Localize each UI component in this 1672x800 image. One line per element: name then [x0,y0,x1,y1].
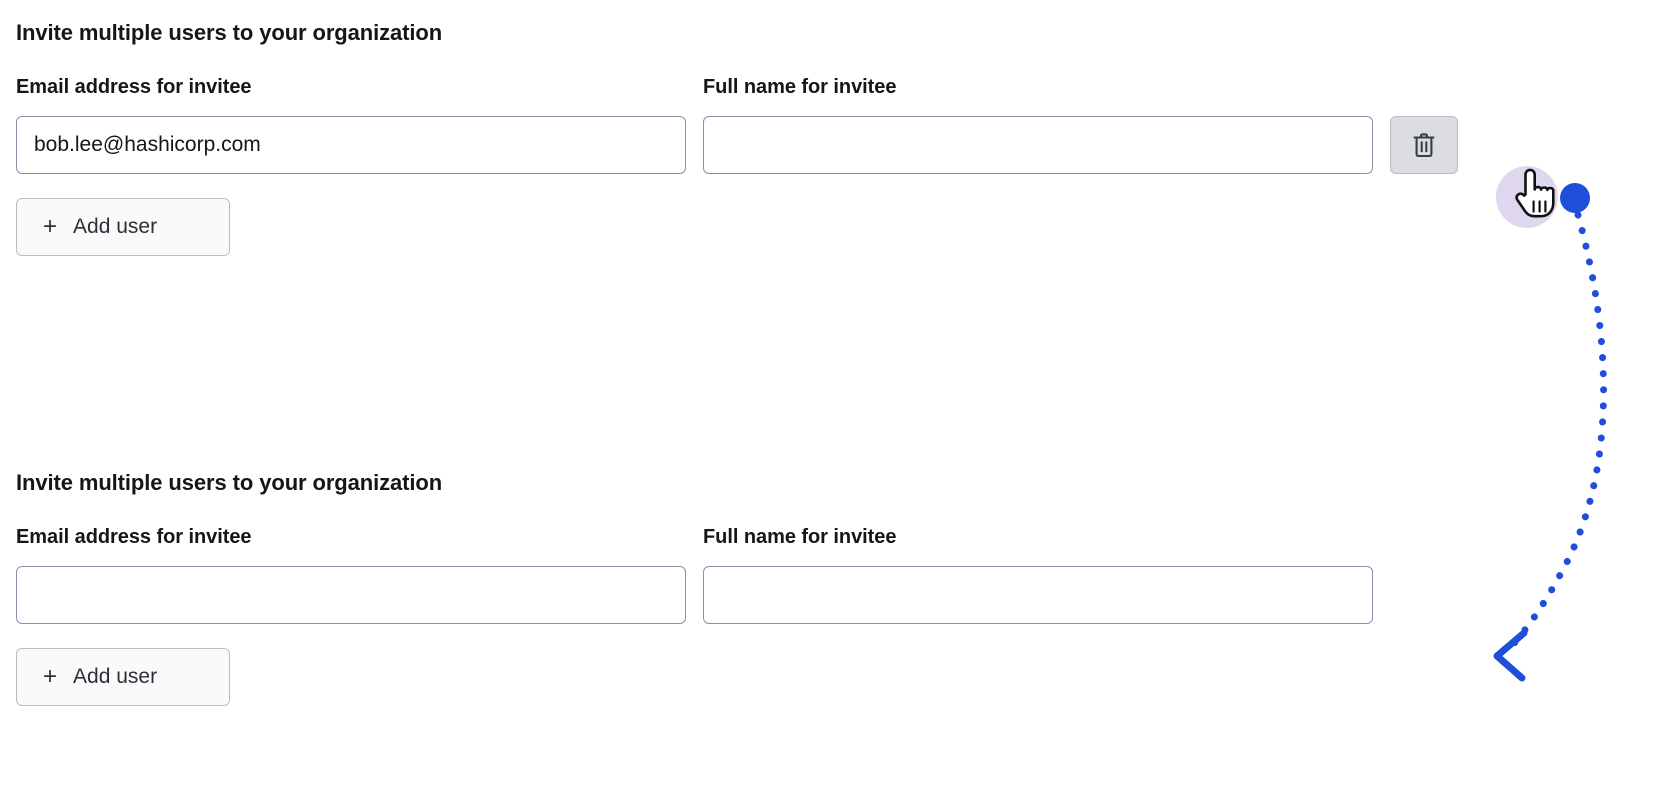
email-input[interactable] [16,116,686,174]
email-field-group: Email address for invitee [16,74,686,174]
add-user-button-label-2: Add user [73,665,158,688]
fullname-field-group-2: Full name for invitee [703,524,1373,624]
invite-section-1: Invite multiple users to your organizati… [16,18,1458,256]
email-field-label-2: Email address for invitee [16,526,252,548]
invite-section-2: Invite multiple users to your organizati… [16,468,1373,706]
add-user-button-2[interactable]: + Add user [16,648,230,706]
fullname-input[interactable] [703,116,1373,174]
cursor-click-halo [1496,166,1558,228]
fullname-field-label: Full name for invitee [703,76,897,98]
plus-icon-2: + [43,663,58,690]
invitee-field-row: Email address for invitee Full name for … [16,74,1458,174]
email-input-2[interactable] [16,566,686,624]
add-user-button-label: Add user [73,215,158,238]
email-field-label: Email address for invitee [16,76,252,98]
fullname-input-2[interactable] [703,566,1373,624]
plus-icon: + [43,213,58,240]
add-user-button[interactable]: + Add user [16,198,230,256]
trash-icon [1412,132,1436,158]
fullname-field-group: Full name for invitee [703,74,1373,174]
page-title-2: Invite multiple users to your organizati… [16,470,443,495]
fullname-field-label-2: Full name for invitee [703,526,897,548]
delete-user-button[interactable] [1390,116,1458,174]
page-title: Invite multiple users to your organizati… [16,20,443,45]
invitee-field-row-2: Email address for invitee Full name for … [16,524,1373,624]
email-field-group-2: Email address for invitee [16,524,686,624]
delete-button-slot [1390,74,1458,174]
